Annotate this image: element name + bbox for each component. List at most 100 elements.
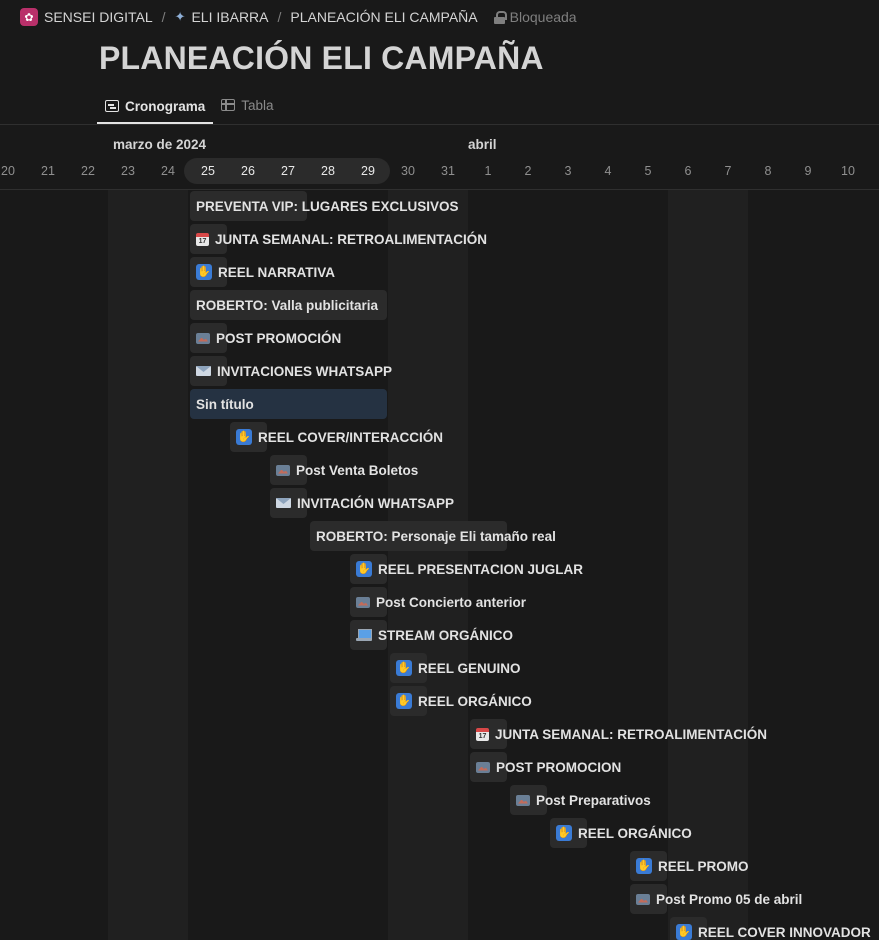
task-title: INVITACIONES WHATSAPP (217, 363, 393, 379)
day-label: 20 (1, 164, 15, 178)
day-label: 27 (281, 164, 295, 178)
month-label: marzo de 2024 (113, 137, 207, 152)
photo-icon (476, 761, 490, 773)
task-label-wrap: 17 JUNTA SEMANAL: RETROALIMENTACIÓN (476, 719, 767, 749)
task-bar[interactable] (190, 290, 387, 320)
task-label-wrap: ROBERTO: Valla publicitaria (196, 290, 378, 320)
weekend-column (108, 190, 188, 940)
lock-label: Bloqueada (509, 9, 577, 25)
breadcrumb-current[interactable]: PLANEACIÓN ELI CAMPAÑA (290, 9, 477, 25)
task-label-wrap: INVITACIÓN WHATSAPP (276, 488, 454, 518)
task-title: Sin título (196, 396, 254, 412)
task-bar[interactable] (310, 521, 507, 551)
task-title: PREVENTA VIP: LUGARES EXCLUSIVOS (196, 198, 459, 214)
selected-week-highlight (184, 158, 390, 184)
tab-label: Cronograma (125, 98, 206, 114)
task-title: POST PROMOCION (496, 759, 622, 775)
day-label: 22 (81, 164, 95, 178)
workspace-icon: ✿ (20, 8, 38, 26)
task-label-wrap: ✋REEL ORGÁNICO (556, 818, 692, 848)
task-title: REEL GENUINO (418, 660, 521, 676)
table-icon (221, 99, 236, 111)
task-label-wrap: ✋REEL ORGÁNICO (396, 686, 532, 716)
month-label: abril (468, 137, 497, 152)
divider (0, 124, 879, 125)
breadcrumb-workspace-label: SENSEI DIGITAL (44, 9, 153, 25)
view-tabs: Cronograma Tabla (97, 90, 282, 124)
breadcrumb-separator: / (161, 9, 166, 25)
tab-cronograma[interactable]: Cronograma (97, 90, 214, 124)
page-title: PLANEACIÓN ELI CAMPAÑA (99, 40, 544, 76)
task-label-wrap: Post Promo 05 de abril (636, 884, 802, 914)
task-label-wrap: 17 JUNTA SEMANAL: RETROALIMENTACIÓN (196, 224, 487, 254)
task-title: ROBERTO: Personaje Eli tamaño real (316, 528, 556, 544)
day-label: 10 (841, 164, 855, 178)
task-title: REEL PROMO (658, 858, 749, 874)
laptop-icon (356, 629, 372, 641)
hand-icon: ✋ (636, 858, 652, 874)
breadcrumb-separator: / (277, 9, 282, 25)
timeline-icon (105, 100, 119, 112)
calendar-icon: 17 (196, 232, 209, 246)
hand-icon: ✋ (236, 429, 252, 445)
task-label-wrap: Post Venta Boletos (276, 455, 418, 485)
task-title: Post Promo 05 de abril (656, 891, 803, 907)
day-label: 6 (684, 164, 692, 178)
day-label: 30 (401, 164, 415, 178)
day-label: 8 (764, 164, 772, 178)
task-title: STREAM ORGÁNICO (378, 627, 513, 643)
task-title: INVITACIÓN WHATSAPP (297, 495, 454, 511)
lock-status[interactable]: Bloqueada (493, 9, 577, 25)
hand-icon: ✋ (196, 264, 212, 280)
task-label-wrap: ✋ REEL GENUINO (396, 653, 521, 683)
day-label: 9 (804, 164, 812, 178)
breadcrumb-parent-label: ELI IBARRA (191, 9, 269, 25)
day-label: 7 (724, 164, 732, 178)
task-label-wrap: INVITACIONES WHATSAPP (196, 356, 392, 386)
task-bar[interactable] (190, 191, 307, 221)
task-title: JUNTA SEMANAL: RETROALIMENTACIÓN (495, 726, 767, 742)
task-title: REEL PRESENTACION JUGLAR (378, 561, 584, 577)
photo-icon (636, 893, 650, 905)
task-label-wrap: STREAM ORGÁNICO (356, 620, 513, 650)
task-title: REEL COVER INNOVADOR (698, 924, 871, 940)
breadcrumb-workspace[interactable]: ✿ SENSEI DIGITAL (20, 8, 153, 26)
task-label-wrap: POST PROMOCIÓN (196, 323, 341, 353)
task-label-wrap: PREVENTA VIP: LUGARES EXCLUSIVOS (196, 191, 459, 221)
envelope-icon (196, 366, 211, 376)
day-label: 21 (41, 164, 55, 178)
sparkle-icon: ✦ (174, 9, 186, 24)
photo-icon (276, 464, 290, 476)
task-title: JUNTA SEMANAL: RETROALIMENTACIÓN (215, 231, 487, 247)
hand-icon: ✋ (556, 825, 572, 841)
timeline-grid (0, 190, 879, 940)
breadcrumb-parent[interactable]: ✦ ELI IBARRA (175, 9, 269, 25)
hand-icon: ✋ (676, 924, 692, 940)
task-label-wrap: ✋ REEL NARRATIVA (196, 257, 335, 287)
day-label: 29 (361, 164, 375, 178)
task-label-wrap: ✋ REEL PROMO (636, 851, 749, 881)
calendar-icon: 17 (476, 727, 489, 741)
photo-icon (356, 596, 370, 608)
photo-icon (196, 332, 210, 344)
task-bar[interactable] (190, 389, 387, 419)
photo-icon (516, 794, 530, 806)
task-title: Post Concierto anterior (376, 594, 527, 610)
task-label-wrap: POST PROMOCION (476, 752, 621, 782)
divider (0, 189, 879, 190)
day-label: 3 (564, 164, 572, 178)
task-label-wrap: ✋ REEL COVER INNOVADOR (676, 917, 871, 940)
hand-icon: ✋ (396, 660, 412, 676)
hand-icon: ✋ (356, 561, 372, 577)
task-title: REEL NARRATIVA (218, 264, 336, 280)
envelope-icon (276, 498, 291, 508)
day-label: 25 (201, 164, 215, 178)
day-label: 31 (441, 164, 455, 178)
task-label-wrap: ROBERTO: Personaje Eli tamaño real (316, 521, 556, 551)
tab-tabla[interactable]: Tabla (213, 90, 281, 120)
task-label-wrap: ✋REEL COVER/INTERACCIÓN (236, 422, 443, 452)
task-title: Post Preparativos (536, 792, 651, 808)
day-label: 24 (161, 164, 175, 178)
day-label: 23 (121, 164, 135, 178)
